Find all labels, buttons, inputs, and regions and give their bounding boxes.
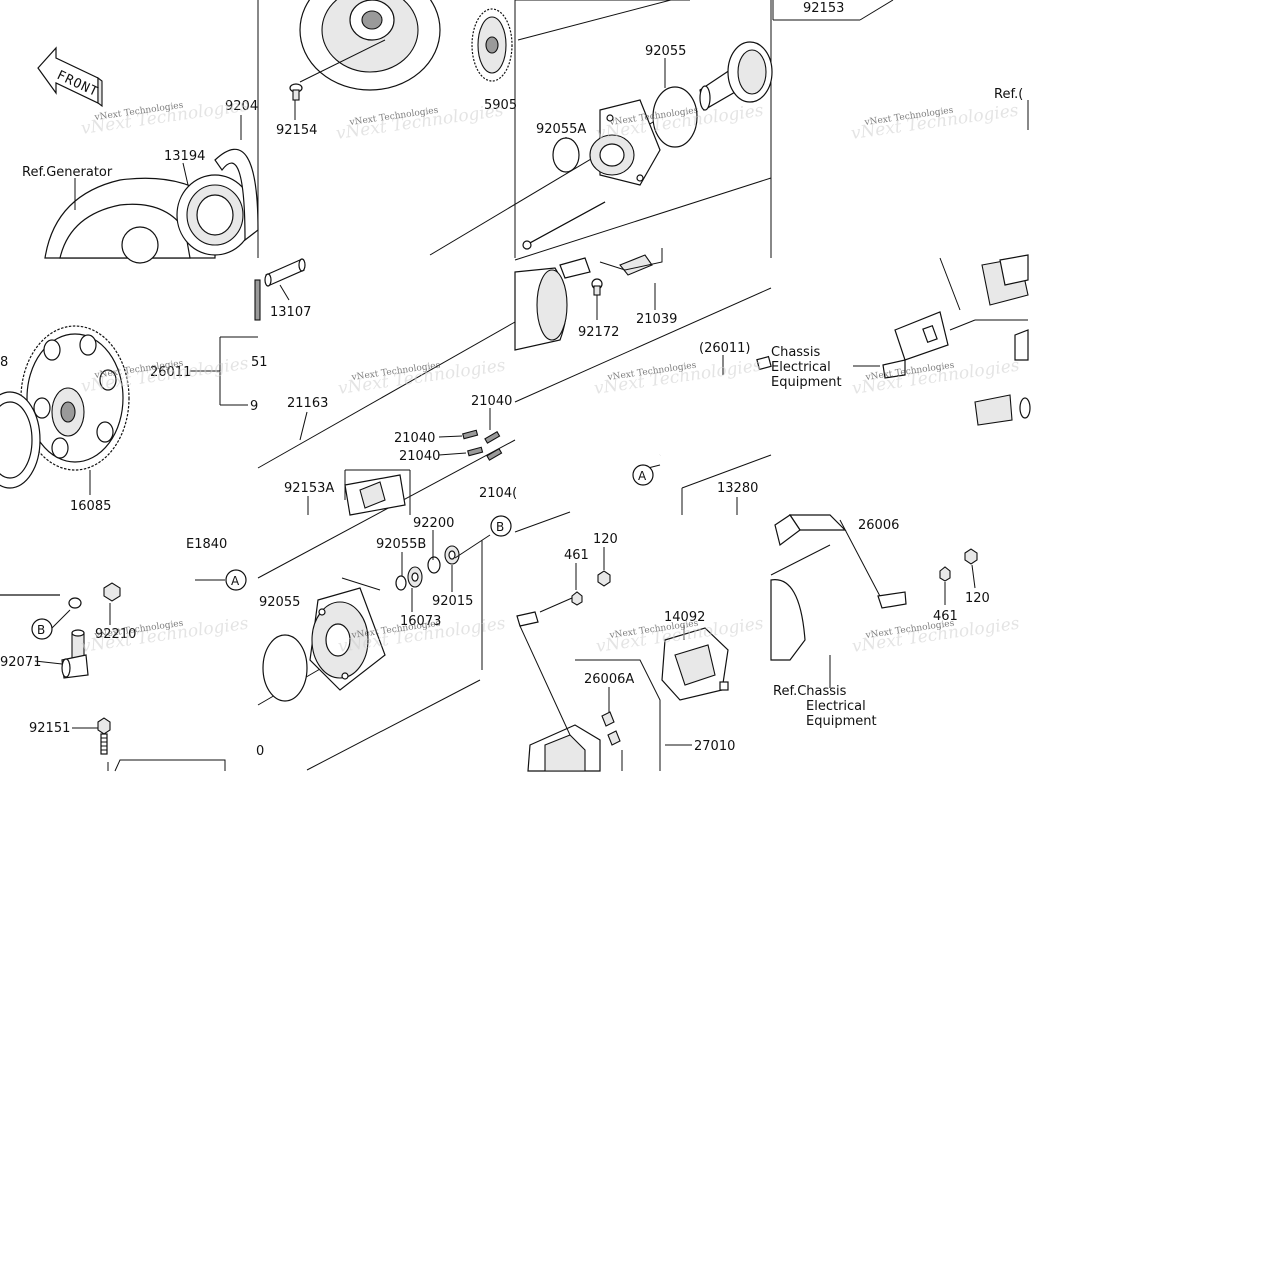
callout-a-cable: A (632, 464, 654, 486)
part-label: 16085 (70, 499, 111, 514)
part-label: 92055 (259, 595, 300, 610)
part-label: 92055A (536, 122, 586, 137)
front-arrow-icon: FRONT (37, 46, 103, 108)
chassis-top-line2: Electrical (771, 360, 831, 375)
part-label: 21163 (287, 396, 328, 411)
part-label: 92172 (578, 325, 619, 340)
chassis-bottom-line1: Ref.Chassis (773, 684, 847, 699)
part-label: 92071 (0, 655, 41, 670)
part-label: 26006 (858, 518, 899, 533)
ref-generator-label: Ref.Generator (22, 165, 113, 180)
part-label: 92055B (376, 537, 426, 552)
gear-16085-part (20, 325, 130, 471)
part-label: 21040 (471, 394, 512, 409)
brush-plate-part (344, 469, 411, 516)
part-label: 9 (250, 399, 258, 414)
part-label: 21040 (399, 449, 440, 464)
part-label: 92153A (284, 481, 334, 496)
armature-shaft-part (699, 41, 773, 111)
starter-clutch-13194-part (176, 174, 254, 256)
relay-base-27010-part (527, 659, 661, 772)
ref-top-right-label: Ref.( (994, 87, 1023, 102)
component-26006-upper-part (774, 514, 847, 547)
terminal-clip-part (516, 597, 573, 736)
callout-a-right: A (225, 569, 247, 591)
o-ring-92055-bottom-part (262, 634, 308, 702)
part-label: 13280 (717, 481, 758, 496)
bracket-assembly-part (882, 254, 1031, 426)
part-label: 13107 (270, 305, 311, 320)
flywheel-top-part (299, 0, 441, 91)
chassis-bottom-line3: Equipment (806, 714, 877, 729)
part-label: 461 (933, 609, 958, 624)
starter-rear-cover-part (309, 577, 386, 691)
part-label: 13194 (164, 149, 205, 164)
part-label: 14092 (664, 610, 705, 625)
part-label: 21040 (394, 431, 435, 446)
part-label: 27010 (694, 739, 735, 754)
callout-a-cable-label: A (638, 469, 647, 483)
relay-14092-part (661, 627, 729, 701)
part-label: 8 (0, 355, 8, 370)
part-label: 21039 (636, 312, 677, 327)
bolt-120-mid-part (597, 570, 611, 587)
bolt-92151-part (97, 717, 226, 772)
part-label: 0 (256, 744, 264, 759)
part-label: 92055 (645, 44, 686, 59)
part-label: 92015 (432, 594, 473, 609)
gasket-9204-part (214, 148, 259, 242)
bolt-92154-part (289, 83, 303, 101)
through-bolt-part (522, 201, 606, 250)
brush-holder-21039-part (559, 248, 663, 296)
callout-b-left-label: B (37, 623, 45, 637)
starter-yoke-part (514, 267, 568, 351)
part-label: (26011) (699, 341, 751, 356)
part-label: 120 (965, 591, 990, 606)
part-label: 92153 (803, 1, 844, 16)
chassis-bottom-line2: Electrical (806, 699, 866, 714)
callout-a-right-label: A (231, 574, 240, 588)
callout-b-mid: B (490, 515, 512, 537)
nut-461-mid-part (571, 591, 583, 606)
part-label: 26006A (584, 672, 634, 687)
callout-b-mid-label: B (496, 520, 504, 534)
o-ring-92055A-part (552, 137, 580, 173)
o-ring-92055-top-part (652, 86, 698, 148)
nut-461-right-part (939, 566, 951, 582)
diagram-code: E1840 (186, 537, 227, 552)
callout-b-left: B (31, 618, 53, 640)
generator-rotor-part (44, 177, 216, 264)
part-label: 26011 (150, 365, 191, 380)
starter-cable-26011-part (658, 353, 772, 456)
part-label: 51 (251, 355, 268, 370)
cap-92071-part (61, 629, 89, 679)
springs-21040-part (462, 429, 503, 461)
part-label: 92200 (413, 516, 454, 531)
part-label: 2104( (479, 486, 517, 501)
gear-5905-part (471, 8, 513, 82)
chassis-top-line1: Chassis (771, 345, 820, 360)
part-label: 92154 (276, 123, 317, 138)
battery-cable-part (0, 563, 196, 609)
pin-13107-part (254, 258, 306, 321)
bolt-120-right-part (964, 548, 978, 565)
part-label: 5905 (484, 98, 517, 113)
washers-stack-part (395, 545, 460, 591)
part-label: 16073 (400, 614, 441, 629)
part-label: 92210 (95, 627, 136, 642)
ring-left-part (0, 391, 41, 489)
part-label: 461 (564, 548, 589, 563)
chassis-top-line3: Equipment (771, 375, 842, 390)
part-labels: 92153 92055 9204 92154 5905 92055A 13194… (0, 1, 1023, 759)
part-label: 120 (593, 532, 618, 547)
starter-front-cover-part (589, 99, 661, 186)
part-label: 92151 (29, 721, 70, 736)
part-label: 9204 (225, 99, 258, 114)
cable-26006-part (770, 519, 907, 688)
